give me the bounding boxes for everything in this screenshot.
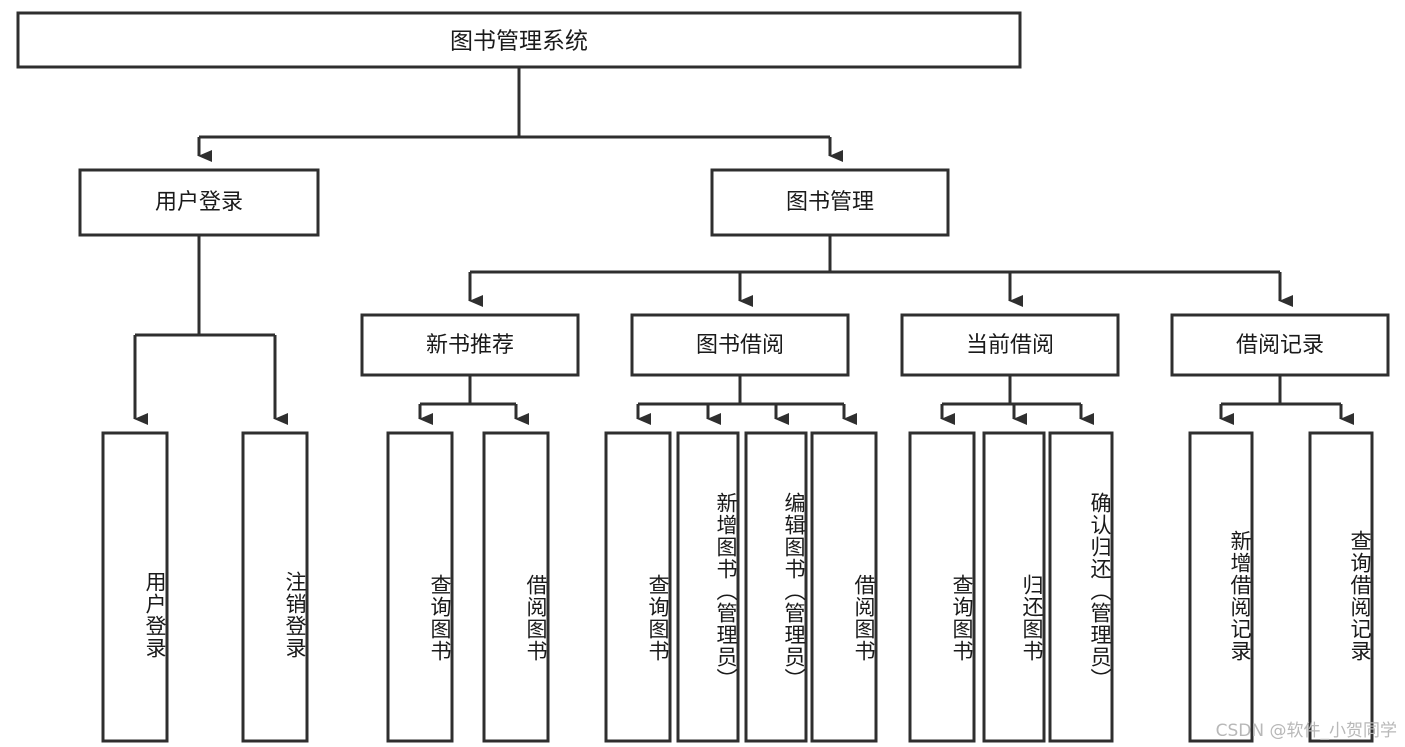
node-leaf-query-book-3-box[interactable] [908,431,976,743]
node-book-manage-label: 图书管理 [786,190,874,215]
node-book-borrow[interactable]: 图书借阅 [630,313,850,377]
node-new-book-recommend-box[interactable] [360,313,580,377]
node-leaf-user-login-box[interactable] [101,431,169,743]
node-leaf-query-book-2-box[interactable] [604,431,672,743]
node-borrow-record-box[interactable] [1170,313,1390,377]
node-leaf-add-record-box[interactable] [1188,431,1254,743]
node-leaf-query-book-1-box[interactable] [386,431,454,743]
node-leaf-query-record-box[interactable] [1308,431,1374,743]
node-leaf-confirm-return-box[interactable] [1048,431,1114,743]
node-user-login-box[interactable] [78,168,320,237]
node-leaf-borrow-book-1-box[interactable] [482,431,550,743]
node-book-borrow-label: 图书借阅 [696,333,784,358]
node-book-borrow-box[interactable] [630,313,850,377]
node-borrow-record-label: 借阅记录 [1236,333,1324,358]
node-new-book-recommend[interactable]: 新书推荐 [360,313,580,377]
node-new-book-recommend-label: 新书推荐 [426,333,514,358]
node-user-login-label: 用户登录 [155,190,243,215]
node-current-borrow-label: 当前借阅 [966,333,1054,358]
csdn-watermark: CSDN @软件_小贺同学 [1215,721,1397,741]
node-borrow-record[interactable]: 借阅记录 [1170,313,1390,377]
node-leaf-borrow-book-2-box[interactable] [810,431,878,743]
node-leaf-return-book-box[interactable] [982,431,1046,743]
node-root-label: 图书管理系统 [450,29,588,55]
node-user-login[interactable]: 用户登录 [78,168,320,237]
node-leaf-edit-book-box[interactable] [744,431,808,743]
node-leaf-add-book-box[interactable] [676,431,740,743]
node-current-borrow-box[interactable] [900,313,1120,377]
node-current-borrow[interactable]: 当前借阅 [900,313,1120,377]
node-root[interactable]: 图书管理系统 [16,11,1022,69]
node-leaf-logout-box[interactable] [241,431,309,743]
node-book-manage-box[interactable] [710,168,950,237]
leaf-layer [101,431,1374,743]
node-root-box[interactable] [16,11,1022,69]
node-book-manage[interactable]: 图书管理 [710,168,950,237]
connector-layer [133,67,1354,425]
